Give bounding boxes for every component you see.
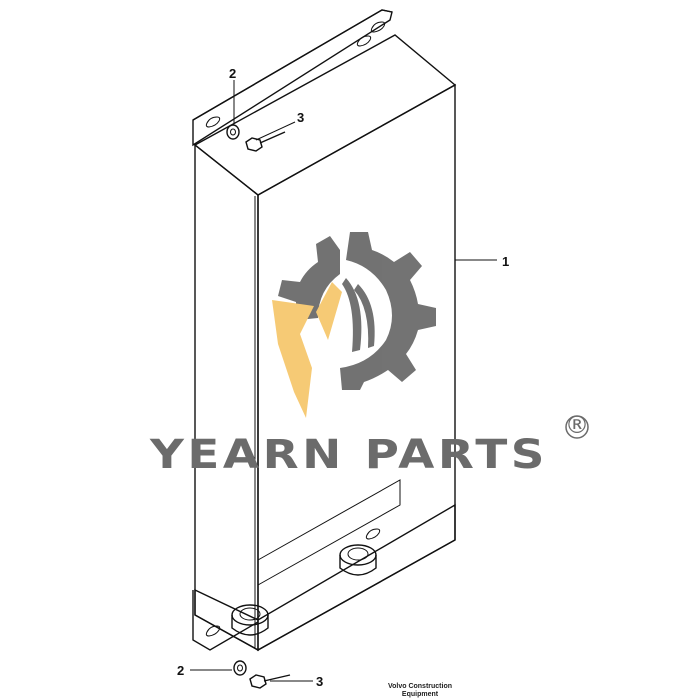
bolt-bottom <box>249 674 291 689</box>
credit-line-2: Equipment <box>402 691 439 698</box>
brand-logo-watermark <box>272 232 436 418</box>
y-letter-icon <box>272 282 342 418</box>
washer-bottom <box>233 660 247 676</box>
bolt-top <box>245 131 286 152</box>
p-stripes-icon <box>342 278 375 352</box>
leader-lines <box>190 80 497 682</box>
outlet-port-front <box>231 604 269 636</box>
callout-2-top: 2 <box>229 66 236 81</box>
washer-top <box>226 124 240 140</box>
callout-2-bottom: 2 <box>177 663 184 678</box>
radiator-assembly <box>192 9 457 652</box>
callout-3-bottom: 3 <box>316 674 323 689</box>
svg-text:®: ® <box>565 411 589 439</box>
registered-trademark: ® <box>565 411 589 439</box>
brand-name: YEARN PARTS <box>149 432 548 478</box>
credit-line-1: Volvo Construction <box>388 683 452 690</box>
callout-1: 1 <box>502 254 509 269</box>
gear-icon <box>278 232 436 390</box>
callout-3-top: 3 <box>297 110 304 125</box>
outlet-port-rear <box>339 544 377 576</box>
